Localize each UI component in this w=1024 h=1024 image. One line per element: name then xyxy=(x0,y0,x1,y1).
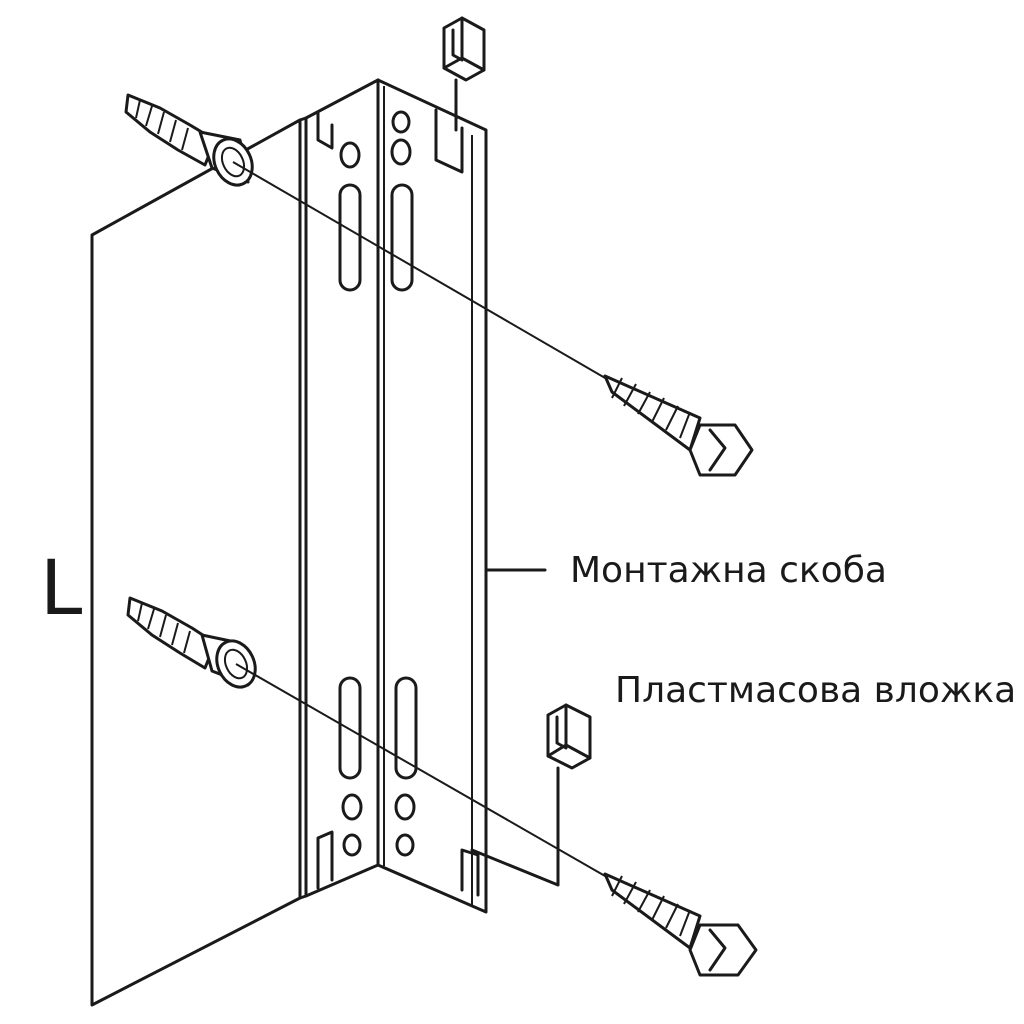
plastic-insert-bottom xyxy=(470,703,592,887)
screw-lower xyxy=(603,872,758,977)
screw-upper xyxy=(603,374,754,477)
plastic-insert-top xyxy=(442,16,486,132)
axis-line-lower xyxy=(235,663,613,881)
wall-panel xyxy=(90,118,302,1007)
insert-label: Пластмасова вложка xyxy=(615,670,1016,711)
dowel-lower xyxy=(126,596,257,689)
bracket-label: Монтажна скоба xyxy=(570,550,887,591)
axis-line-upper xyxy=(232,161,613,383)
dowel-upper xyxy=(124,93,254,187)
mounting-bracket xyxy=(298,78,488,914)
dimension-label: L xyxy=(40,543,82,632)
